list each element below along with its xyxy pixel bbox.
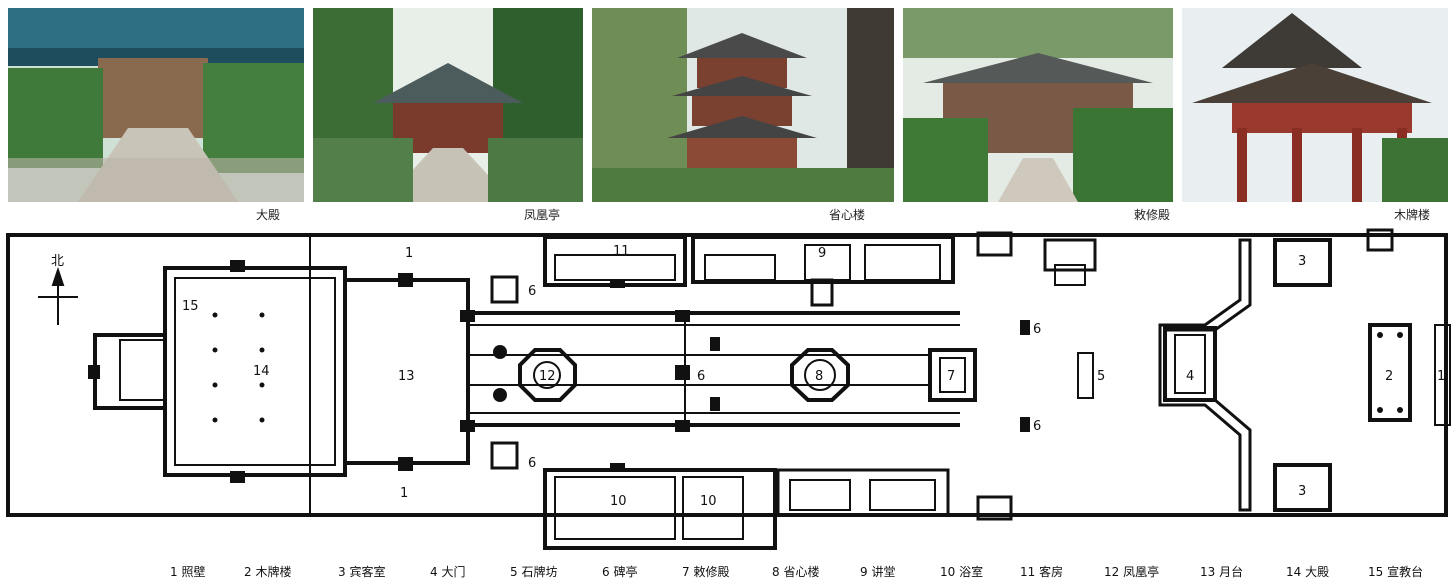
label-6e: 6 <box>1033 419 1041 434</box>
legend-item: 7 敕修殿 <box>682 565 730 579</box>
caption-dadian: 大殿 <box>255 208 280 222</box>
label-3a: 3 <box>1298 254 1306 269</box>
north-arrow-icon <box>38 266 78 325</box>
great-hall-rear <box>93 333 167 410</box>
phoenix-pavilion <box>518 348 577 402</box>
label-10b: 10 <box>700 494 717 509</box>
label-6b: 6 <box>528 456 536 471</box>
label-1c: 1 <box>1437 369 1445 384</box>
legend-item: 5 石牌坊 <box>510 565 558 579</box>
main-gate <box>1163 326 1217 402</box>
label-6d: 6 <box>1033 322 1041 337</box>
legend-item: 6 碑亭 <box>602 565 638 579</box>
label-6a: 6 <box>528 284 536 299</box>
caption-fenghuangting: 凤凰亭 <box>523 208 560 222</box>
label-15: 15 <box>182 299 199 314</box>
legend-item: 1 照壁 <box>170 565 206 579</box>
legend-item: 11 客房 <box>1020 565 1064 579</box>
caption-chixiudian: 敕修殿 <box>1133 208 1170 222</box>
photo-xingxin-tower <box>592 8 894 202</box>
legend-item: 15 宣教台 <box>1368 565 1424 579</box>
photo-phoenix-pavilion <box>313 8 583 202</box>
lecture-hall-block <box>691 235 955 284</box>
legend-item: 2 木牌楼 <box>244 565 292 579</box>
label-9: 9 <box>818 246 826 261</box>
wooden-archway <box>1368 323 1412 422</box>
legend-item: 10 浴室 <box>940 565 984 579</box>
chixiu-hall <box>928 348 977 402</box>
label-12: 12 <box>539 369 556 384</box>
caption-xingxinlou: 省心楼 <box>828 208 865 222</box>
label-4: 4 <box>1186 369 1194 384</box>
label-10a: 10 <box>610 494 627 509</box>
legend-item: 12 凤凰亭 <box>1104 565 1160 579</box>
legend: 1 照壁 2 木牌楼 3 宾客室 4 大门 5 石牌坊 6 碑亭 7 敕修殿 8… <box>160 563 1454 583</box>
label-1b: 1 <box>400 486 408 501</box>
label-11: 11 <box>613 244 630 259</box>
label-3b: 3 <box>1298 484 1306 499</box>
label-13: 13 <box>398 369 415 384</box>
legend-item: 4 大门 <box>430 565 466 579</box>
label-7: 7 <box>947 369 955 384</box>
stone-archway <box>1077 352 1094 399</box>
bath-rooms <box>543 468 777 550</box>
photo-chixiu-hall <box>903 8 1173 202</box>
guest-room-north <box>1273 238 1332 287</box>
label-8: 8 <box>815 369 823 384</box>
legend-item: 3 宾客室 <box>338 565 386 579</box>
mosque-floor-plan: 北 1 1 1 2 3 3 4 5 6 6 6 6 6 7 8 9 10 10 … <box>6 228 1451 550</box>
label-2: 2 <box>1385 369 1393 384</box>
guest-room-south <box>1273 463 1332 512</box>
label-1a: 1 <box>405 246 413 261</box>
photo-great-hall <box>8 8 304 202</box>
caption-mupailou: 木牌楼 <box>1393 208 1430 222</box>
label-14: 14 <box>253 364 270 379</box>
xingxin-tower <box>790 348 850 402</box>
legend-item: 14 大殿 <box>1286 565 1330 579</box>
label-5: 5 <box>1097 369 1105 384</box>
legend-item: 9 讲堂 <box>860 565 896 579</box>
legend-item: 8 省心楼 <box>772 565 820 579</box>
label-6c: 6 <box>697 369 705 384</box>
photo-wooden-archway <box>1182 8 1448 202</box>
north-label: 北 <box>51 254 64 269</box>
legend-item: 13 月台 <box>1200 565 1244 579</box>
